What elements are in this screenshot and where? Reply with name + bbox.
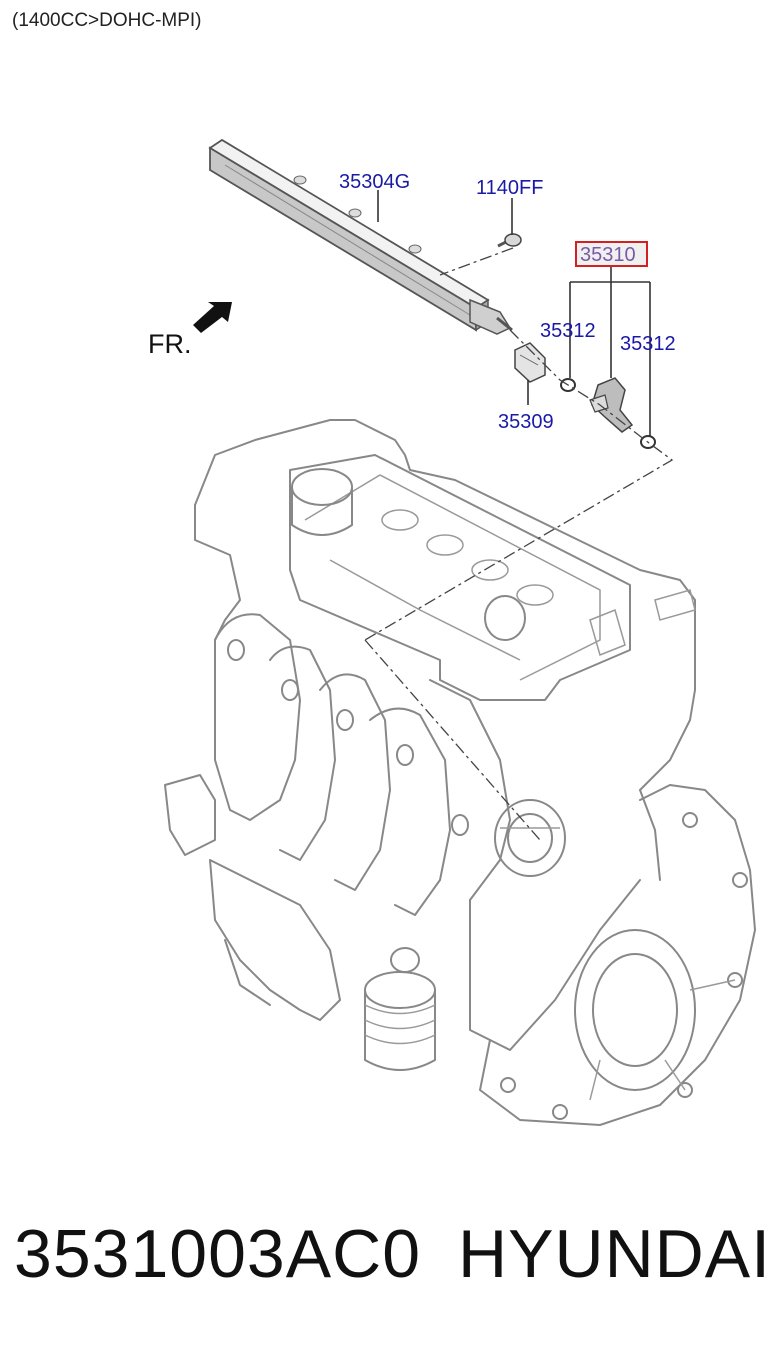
callout-injector-assembly: 35310	[580, 244, 636, 266]
engine-illustration	[164, 419, 756, 1126]
diagram-subtitle: (1400CC>DOHC-MPI)	[12, 10, 202, 31]
part-number: 3531003AC0	[14, 1216, 422, 1292]
front-direction-marker: FR.	[148, 302, 232, 359]
brand-name: HYUNDAI	[458, 1216, 770, 1292]
exploded-parts-diagram: 35304G 1140FF 35310 35312 35312 35309 FR…	[148, 138, 756, 1126]
direction-label: FR.	[148, 329, 192, 359]
assembly-guide-lines	[364, 247, 674, 841]
leader-lines	[377, 190, 651, 436]
clip-part	[514, 342, 546, 383]
callout-clip: 35309	[498, 411, 554, 433]
callout-o-ring-right: 35312	[620, 333, 676, 355]
highlight-box	[575, 241, 648, 267]
callout-bolt: 1140FF	[476, 177, 543, 199]
injector-assembly-parts	[560, 377, 656, 449]
bolt-part	[497, 233, 522, 248]
callout-o-ring-left: 35312	[540, 320, 596, 342]
direction-arrow-icon	[193, 302, 232, 333]
footer: 3531003AC0 HYUNDAI	[0, 1215, 770, 1315]
fuel-rail-part	[208, 138, 513, 335]
callout-fuel-rail: 35304G	[339, 171, 410, 193]
